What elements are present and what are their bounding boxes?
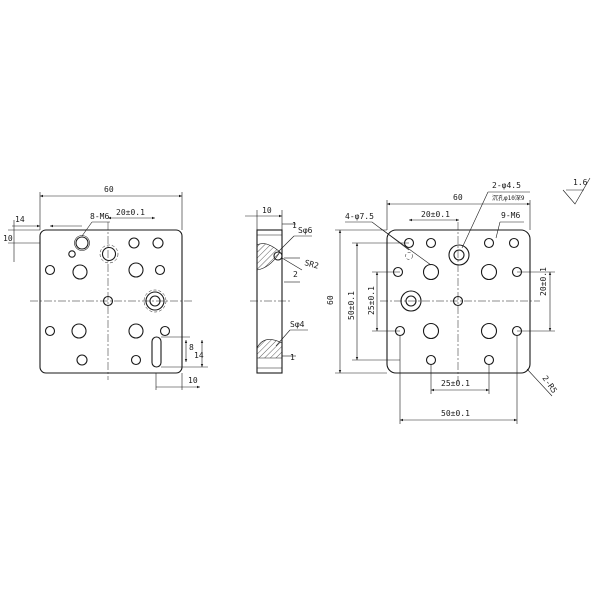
side-view: 10 1 Sφ6 SR2 2 Sφ4 1 — [245, 206, 320, 374]
rear-thread-note: 9-M6 — [501, 211, 520, 220]
rear-height-50-dim: 50±0.1 — [347, 291, 356, 320]
front-width-dim: 60 — [104, 185, 114, 194]
rear-hole-note-b-sub: 沉孔φ10深9 — [492, 194, 525, 202]
side-sphere-top — [256, 243, 281, 271]
rear-spacing-top-dim: 20±0.1 — [421, 210, 450, 219]
rear-spacing-bottom-dim: 25±0.1 — [441, 379, 470, 388]
rear-width-dim: 60 — [453, 193, 463, 202]
side-step-bottom-dim: 1 — [290, 353, 295, 362]
rear-hole-note-b: 2-φ4.5 — [492, 181, 521, 190]
front-slot-bottom-dim: 10 — [188, 376, 198, 385]
surface-finish-symbol: 1.6 — [562, 177, 591, 205]
side-thickness-dim: 10 — [262, 206, 272, 215]
front-slot — [151, 336, 162, 368]
side-sphere-bottom — [256, 339, 283, 359]
rear-width-50-dim: 50±0.1 — [441, 409, 470, 418]
rear-holes — [392, 237, 523, 366]
side-plate-outline — [256, 229, 283, 374]
rear-plate-outline — [386, 229, 531, 374]
front-slot-offset-dim: 14 — [194, 351, 204, 360]
side-depth-dim: 2 — [293, 270, 298, 279]
side-sphere-top-note: Sφ6 — [298, 226, 313, 235]
rear-hole-note-a: 4-φ7.5 — [345, 212, 374, 221]
front-thread-note: 8-M6 — [90, 212, 109, 221]
front-holes — [44, 235, 171, 368]
front-view: 60 14 20±0.1 8-M6 10 8 14 10 — [3, 185, 208, 390]
side-sphere-radius-note: SR2 — [303, 258, 319, 270]
side-sphere-bottom-note: Sφ4 — [290, 320, 305, 329]
front-plate-outline — [39, 229, 183, 374]
rear-height-25-dim: 25±0.1 — [367, 286, 376, 315]
side-step-top-dim: 1 — [292, 221, 297, 230]
front-top-offset-dim: 10 — [3, 234, 13, 243]
front-left-offset-dim: 14 — [15, 215, 25, 224]
rear-height-dim: 60 — [326, 295, 335, 305]
rear-spacing-right-dim: 20±0.1 — [539, 267, 548, 296]
front-slot-height-dim: 8 — [189, 343, 194, 352]
front-spacing-dim: 20±0.1 — [116, 208, 145, 217]
rear-view: 60 20±0.1 4-φ7.5 2-φ4.5 沉孔φ10深9 9-M6 60 … — [326, 181, 559, 424]
rear-corner-radius-note: 2-R5 — [540, 374, 559, 395]
surface-finish-value: 1.6 — [573, 178, 588, 187]
